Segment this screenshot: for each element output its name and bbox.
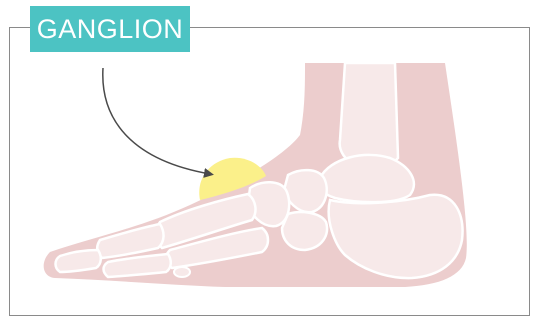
cuboid-bone (282, 212, 327, 250)
title-label: GANGLION (30, 6, 190, 52)
sesamoid-bone (174, 267, 190, 277)
pointer-arrow (103, 68, 210, 174)
